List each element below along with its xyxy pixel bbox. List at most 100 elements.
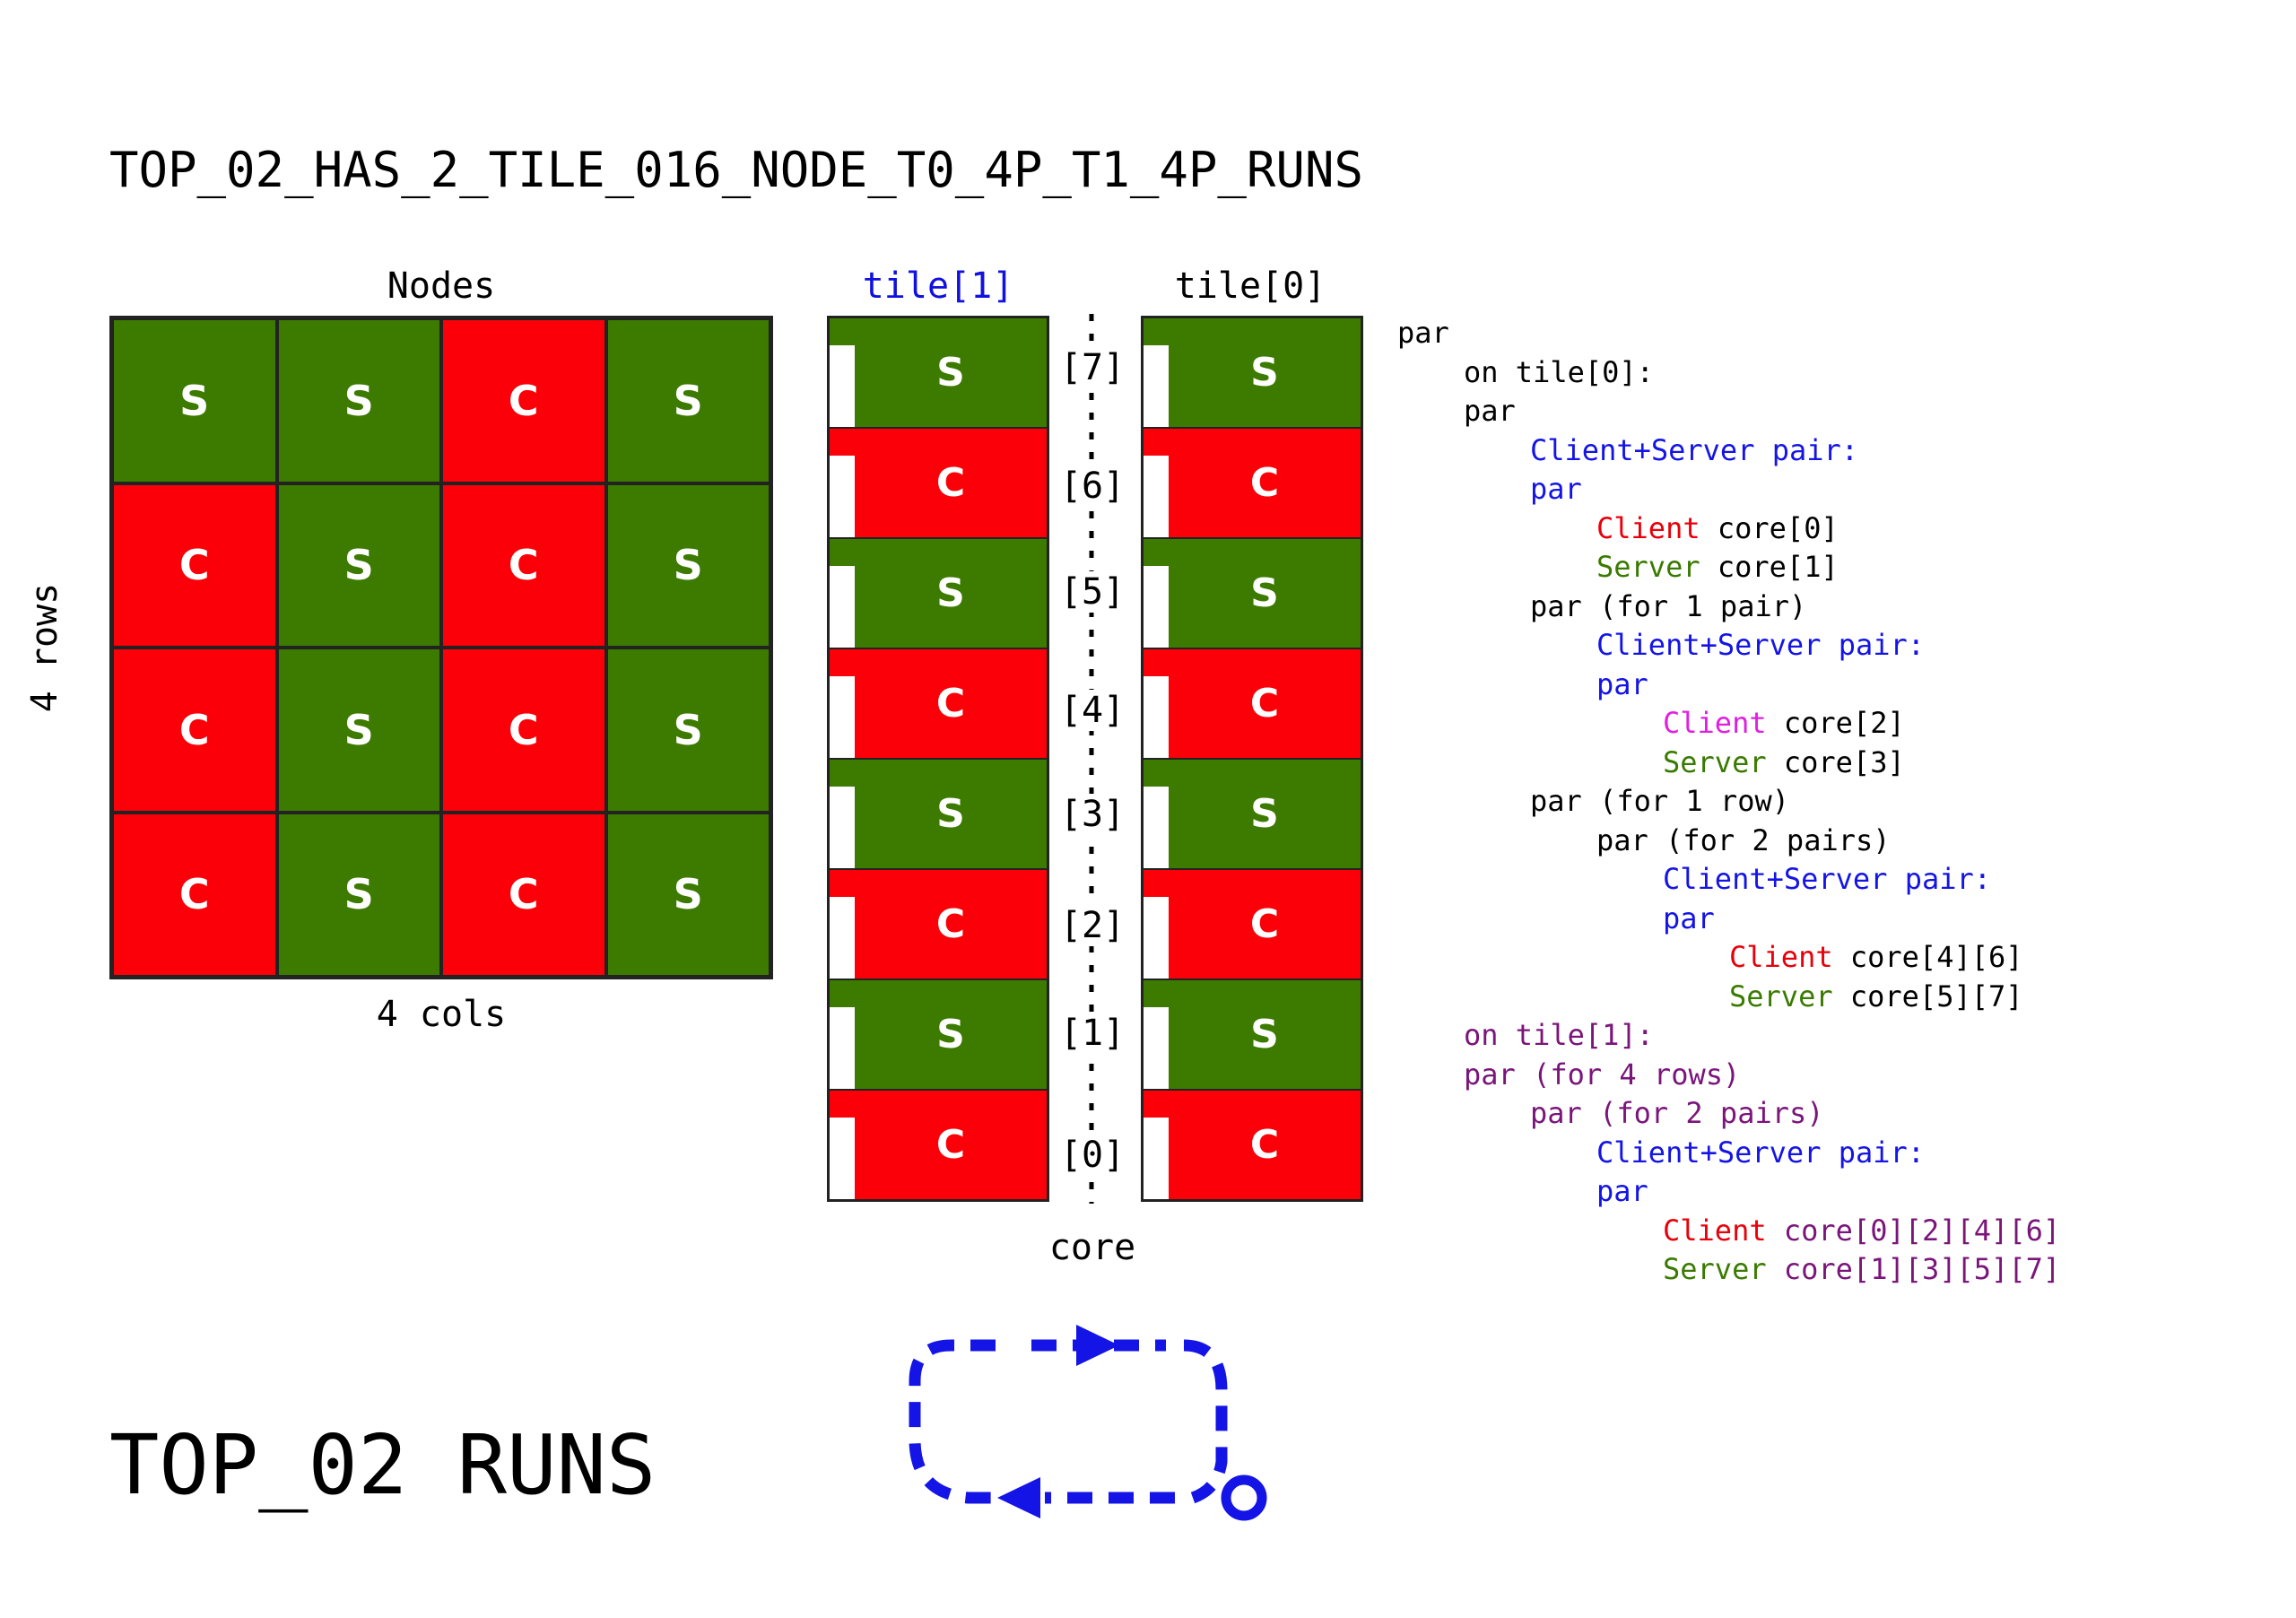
code-token: core[0]	[1700, 510, 1839, 545]
core-axis-line	[1089, 314, 1094, 1204]
node-cell: S	[276, 812, 441, 977]
tile0-core-2: C	[1144, 868, 1361, 979]
core-role-label: S	[1250, 570, 1279, 616]
core-index-label: [4]	[1056, 690, 1129, 731]
node-cell: C	[441, 483, 606, 648]
code-token: par (for 2 pairs)	[1530, 1096, 1824, 1130]
code-token: Client	[1663, 706, 1767, 740]
code-line: Client+Server pair:	[1397, 860, 2060, 900]
core-role-label: S	[1250, 350, 1279, 396]
core-role-label: C	[935, 681, 966, 726]
core-role-label: C	[935, 1122, 966, 1168]
node-cell: S	[276, 318, 441, 483]
code-line: on tile[0]:	[1397, 353, 2060, 393]
tile0-core-4: C	[1144, 648, 1361, 758]
code-token: Client	[1663, 1213, 1767, 1248]
code-line: Client core[0][2][4][6]	[1397, 1212, 2060, 1251]
code-line: Client+Server pair:	[1397, 626, 2060, 665]
core-index-label: [7]	[1056, 347, 1129, 388]
code-token: core[2]	[1766, 706, 1905, 740]
core-role-label: S	[936, 350, 965, 396]
tile1-core-2: C	[830, 868, 1047, 979]
tile1-core-4: C	[830, 648, 1047, 758]
core-role-label: C	[1249, 901, 1280, 947]
node-cell: S	[605, 318, 770, 483]
tile0-core-6: C	[1144, 427, 1361, 537]
core-role-label: C	[935, 901, 966, 947]
node-cell: C	[112, 648, 277, 813]
code-token: par	[1530, 472, 1582, 506]
core-role-label: S	[1250, 1012, 1279, 1057]
code-token: par (for 1 row)	[1530, 784, 1789, 818]
code-token: core[1][3][5][7]	[1766, 1252, 2061, 1286]
node-cell: S	[605, 483, 770, 648]
code-token: par (for 2 pairs)	[1596, 822, 1891, 857]
core-index-label: [5]	[1056, 571, 1129, 613]
tile0-core-0: C	[1144, 1089, 1361, 1199]
code-line: Server core[1]	[1397, 548, 2060, 587]
tile1-core-1: S	[830, 979, 1047, 1089]
code-line: Client core[4][6]	[1397, 938, 2060, 978]
node-cell: S	[276, 648, 441, 813]
core-role-label: C	[1249, 1122, 1280, 1168]
rows-label: 4 rows	[24, 582, 65, 713]
core-index-label: [3]	[1056, 794, 1129, 835]
code-line: par	[1397, 900, 2060, 939]
code-line: Client+Server pair:	[1397, 431, 2060, 471]
code-token: Client+Server pair:	[1596, 1135, 1926, 1170]
tile0-core-7: S	[1144, 318, 1361, 427]
tile1-core-5: S	[830, 537, 1047, 648]
code-line: Server core[5][7]	[1397, 978, 2060, 1017]
tile0-core-3: S	[1144, 758, 1361, 868]
core-role-label: S	[1250, 791, 1279, 837]
code-token: par	[1596, 1174, 1648, 1208]
core-index-label: [0]	[1056, 1135, 1129, 1176]
code-token: par	[1663, 900, 1715, 935]
core-index-label: [6]	[1056, 465, 1129, 507]
code-token: Server	[1663, 744, 1767, 779]
code-token: Client+Server pair:	[1530, 432, 1859, 467]
core-axis-label: core	[1048, 1227, 1136, 1268]
core-role-label: C	[1249, 681, 1280, 726]
code-token: Client+Server pair:	[1596, 628, 1926, 662]
code-token: on tile[0]:	[1464, 354, 1654, 389]
code-line: Client+Server pair:	[1397, 1134, 2060, 1173]
tile1-core-0: C	[830, 1089, 1047, 1199]
code-line: on tile[1]:	[1397, 1016, 2060, 1056]
tile0-core-5: S	[1144, 537, 1361, 648]
core-role-label: S	[936, 570, 965, 616]
core-role-label: S	[936, 791, 965, 837]
node-cell: C	[441, 648, 606, 813]
code-token: core[3]	[1766, 744, 1905, 779]
tile1-core-7: S	[830, 318, 1047, 427]
code-token: par	[1464, 394, 1516, 428]
code-token: par (for 4 rows)	[1464, 1057, 1741, 1092]
tile0-core-1: S	[1144, 979, 1361, 1089]
tile1-core-3: S	[830, 758, 1047, 868]
code-token: core[4][6]	[1832, 940, 2023, 974]
loop-arrow-icon	[909, 1325, 1267, 1521]
code-token: par	[1397, 316, 1449, 350]
code-line: par (for 2 pairs)	[1397, 1094, 2060, 1134]
code-token: Client	[1729, 940, 1833, 974]
code-token: Server	[1596, 550, 1700, 584]
node-cell: S	[605, 812, 770, 977]
code-token: on tile[1]:	[1464, 1018, 1654, 1052]
nodes-label: Nodes	[387, 265, 496, 307]
core-index-label: [2]	[1056, 905, 1129, 946]
code-line: par	[1397, 665, 2060, 705]
footer-title: TOP_02 RUNS	[109, 1417, 657, 1513]
core-index-label: [1]	[1056, 1013, 1129, 1054]
core-role-label: S	[936, 1012, 965, 1057]
code-line: Server core[3]	[1397, 744, 2060, 783]
code-token: core[5][7]	[1832, 979, 2023, 1013]
node-cell: S	[605, 648, 770, 813]
code-token: Client	[1596, 510, 1700, 545]
code-line: par (for 1 pair)	[1397, 587, 2060, 627]
code-token: par	[1596, 666, 1648, 701]
tile1-core-6: C	[830, 427, 1047, 537]
